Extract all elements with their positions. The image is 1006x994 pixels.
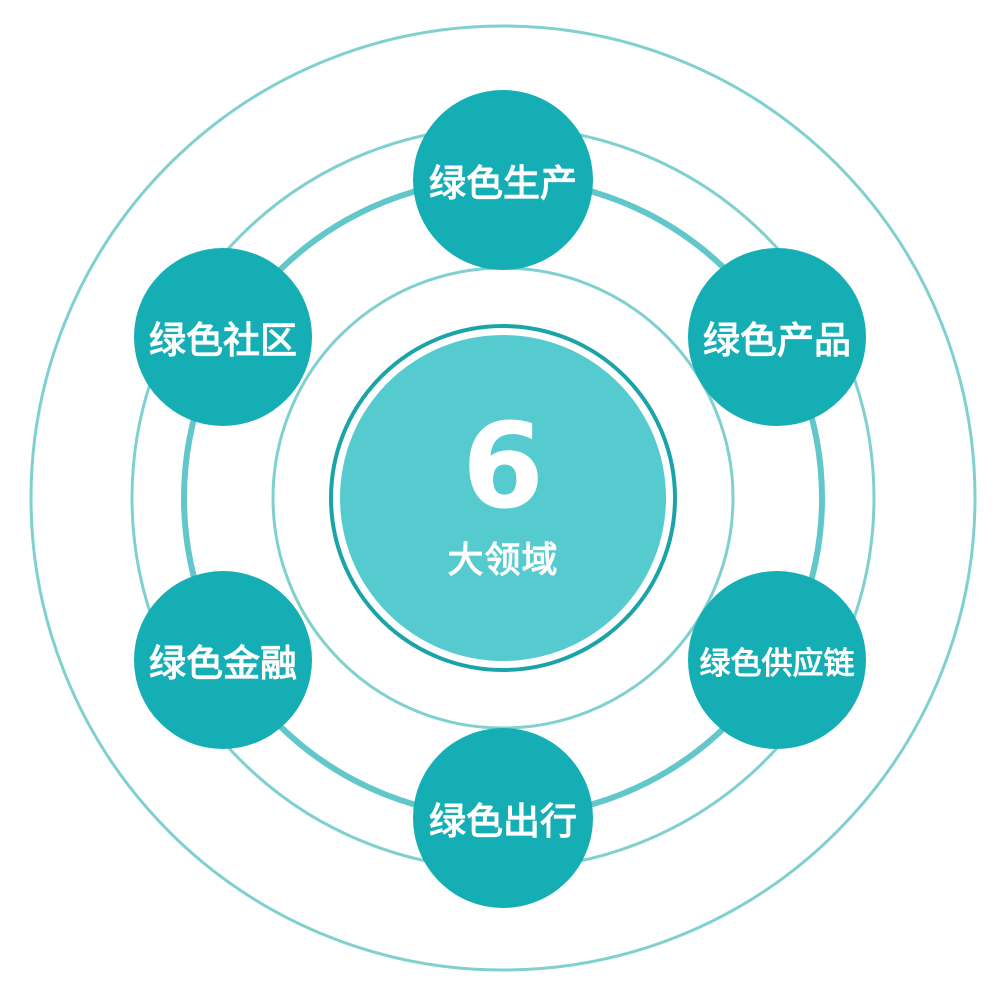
outer-ring bbox=[29, 24, 977, 972]
node-green-finance: 绿色金融 bbox=[134, 571, 312, 749]
node-green-mobility: 绿色出行 bbox=[413, 728, 593, 908]
node-green-production: 绿色生产 bbox=[413, 90, 593, 270]
center-hub: 6 大领域 bbox=[340, 335, 666, 661]
node-label: 绿色生产 bbox=[429, 162, 577, 205]
center-label: 大领域 bbox=[447, 540, 559, 581]
node-green-products: 绿色产品 bbox=[688, 248, 866, 426]
node-label: 绿色出行 bbox=[429, 800, 577, 843]
node-green-community: 绿色社区 bbox=[134, 248, 312, 426]
center-number: 6 bbox=[461, 397, 545, 535]
node-green-supply-chain: 绿色供应链 bbox=[688, 571, 866, 749]
node-label: 绿色社区 bbox=[149, 319, 297, 362]
node-label: 绿色金融 bbox=[149, 642, 297, 685]
inner-dark-ring bbox=[329, 324, 677, 672]
node-label: 绿色产品 bbox=[703, 319, 851, 362]
node-label: 绿色供应链 bbox=[699, 645, 855, 682]
